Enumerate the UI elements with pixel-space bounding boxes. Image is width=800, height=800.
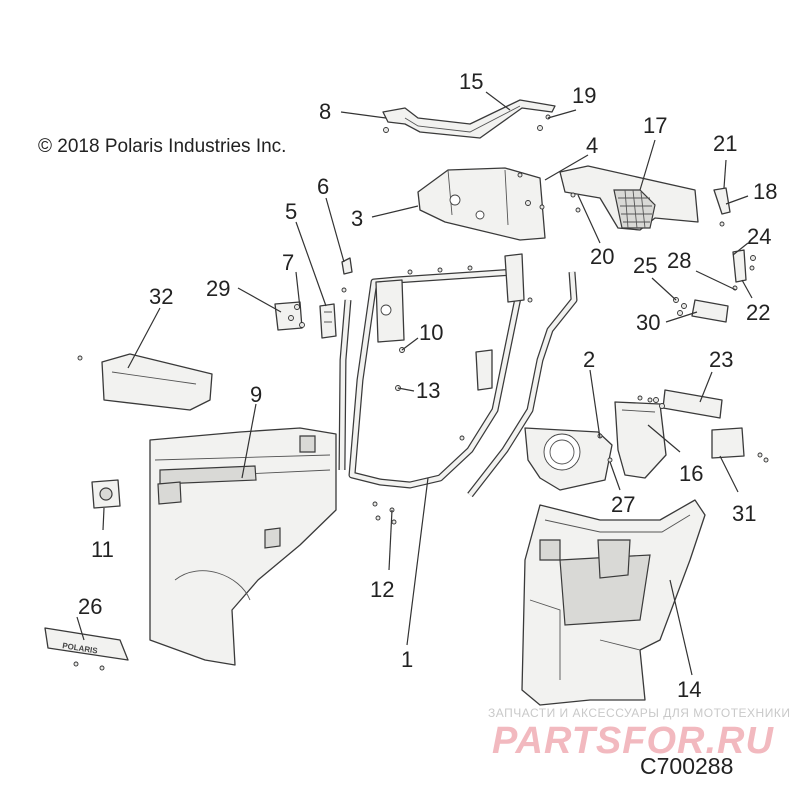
leader-lines xyxy=(76,91,753,676)
part-14-door-seal-right xyxy=(467,271,578,498)
callout-1: 1 xyxy=(401,647,413,672)
callout-4: 4 xyxy=(586,133,598,158)
callout-11: 11 xyxy=(91,537,114,562)
part-6-latch xyxy=(341,257,353,275)
part-30-plate xyxy=(673,297,729,323)
callout-5: 5 xyxy=(285,199,297,224)
part-23-plate xyxy=(653,389,723,419)
callout-13: 13 xyxy=(416,378,440,403)
callout-9: 9 xyxy=(250,382,262,407)
callout-27: 27 xyxy=(611,492,635,517)
copyright-notice: © 2018 Polaris Industries Inc. xyxy=(38,136,287,157)
part-29-striker-plate xyxy=(274,301,305,331)
drawing-id: C700288 xyxy=(640,753,734,779)
part-22-hinge-plate xyxy=(732,249,756,291)
callout-23: 23 xyxy=(709,347,733,372)
callout-15: 15 xyxy=(459,69,483,94)
callout-21: 21 xyxy=(713,131,737,156)
callout-8: 8 xyxy=(319,99,331,124)
part-18-bracket xyxy=(713,187,731,227)
watermark-tagline: ЗАПЧАСТИ И АКСЕССУАРЫ ДЛЯ МОТОТЕХНИКИ xyxy=(488,706,791,720)
callout-10: 10 xyxy=(419,320,443,345)
callout-20: 20 xyxy=(590,244,614,269)
part-2-speaker-bracket xyxy=(524,427,613,491)
callout-12: 12 xyxy=(370,577,394,602)
callout-7: 7 xyxy=(282,250,294,275)
part-1-door-frame xyxy=(348,253,533,489)
callout-29: 29 xyxy=(206,276,230,301)
part-3-dash-bracket xyxy=(417,167,546,241)
part-16-speaker-housing xyxy=(614,395,667,479)
callout-2: 2 xyxy=(583,347,595,372)
callout-6: 6 xyxy=(317,174,329,199)
callout-19: 19 xyxy=(572,83,596,108)
callout-31: 31 xyxy=(732,501,756,526)
part-5-latch-assembly xyxy=(319,287,347,339)
part-32-upper-trim xyxy=(77,353,213,411)
part-31-bracket xyxy=(711,427,769,463)
part-26-brand-plate: POLARIS xyxy=(44,627,129,671)
callout-28: 28 xyxy=(667,248,691,273)
callout-14: 14 xyxy=(677,677,701,702)
callout-17: 17 xyxy=(643,113,667,138)
callout-labels: 1 2 3 4 5 6 7 8 9 10 11 12 13 14 15 16 1… xyxy=(78,69,777,702)
part-11-door-handle xyxy=(91,479,121,509)
fasteners-10-13-12 xyxy=(372,347,465,525)
callout-32: 32 xyxy=(149,284,173,309)
callout-16: 16 xyxy=(679,461,703,486)
door-seal-left xyxy=(338,299,352,471)
part-14-lower-door-panel xyxy=(521,499,706,706)
callout-25: 25 xyxy=(633,253,657,278)
callout-18: 18 xyxy=(753,179,777,204)
callout-22: 22 xyxy=(746,300,770,325)
part-17-grille-panel xyxy=(559,165,699,231)
callout-26: 26 xyxy=(78,594,102,619)
callout-3: 3 xyxy=(351,206,363,231)
watermark-logo: PARTSFOR.RU xyxy=(492,720,774,762)
callout-30: 30 xyxy=(636,310,660,335)
callout-24: 24 xyxy=(747,224,771,249)
part-15-upper-rail xyxy=(382,99,556,139)
part-9-door-panel xyxy=(149,427,337,666)
